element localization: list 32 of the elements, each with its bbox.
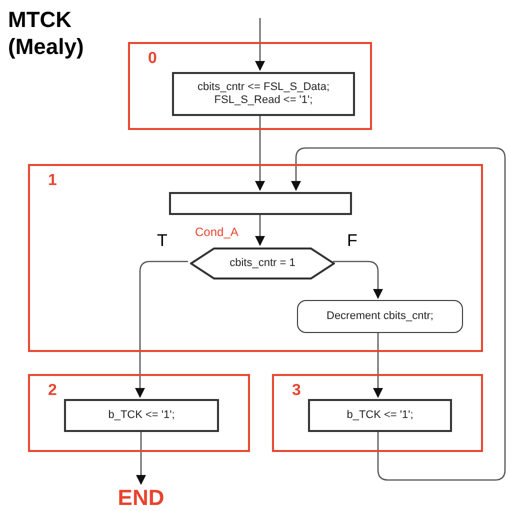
- state-box: [28, 164, 483, 352]
- arrow: [333, 260, 383, 299]
- edge-label: T: [155, 232, 170, 249]
- decision-hexagon: [190, 247, 335, 280]
- state-number: 3: [292, 381, 301, 401]
- state-number: 1: [48, 171, 57, 191]
- node-text: Decrement cbits_cntr;: [326, 309, 434, 324]
- node-text: b_TCK <= '1';: [107, 409, 176, 422]
- arrow: [255, 213, 265, 246]
- arrow: [255, 114, 265, 191]
- state-number: 0: [148, 49, 157, 69]
- bar-box: [169, 192, 352, 215]
- arrow: [291, 147, 506, 481]
- arrow: [136, 430, 146, 485]
- arrow: [135, 260, 188, 398]
- rounded-action-box: [297, 300, 463, 333]
- state-number: 2: [48, 381, 57, 401]
- arrow: [255, 18, 265, 71]
- diagram-title: MTCK (Mealy): [8, 6, 85, 60]
- state-box: [272, 374, 483, 452]
- state-box: [128, 42, 372, 130]
- state-box: [28, 374, 250, 452]
- arrow: [373, 331, 383, 398]
- edge-label: F: [345, 232, 360, 249]
- action-box: [172, 72, 355, 116]
- node-text: cbits_cntr = 1: [230, 256, 296, 272]
- action-box: [308, 399, 452, 432]
- end-text: END: [118, 486, 164, 508]
- node-text: cbits_cntr <= FSL_S_Data; FSL_S_Read <= '1';: [196, 81, 331, 107]
- condition-label: Cond_A: [195, 224, 238, 241]
- node-text: b_TCK <= '1';: [346, 409, 414, 422]
- action-box: [64, 399, 219, 432]
